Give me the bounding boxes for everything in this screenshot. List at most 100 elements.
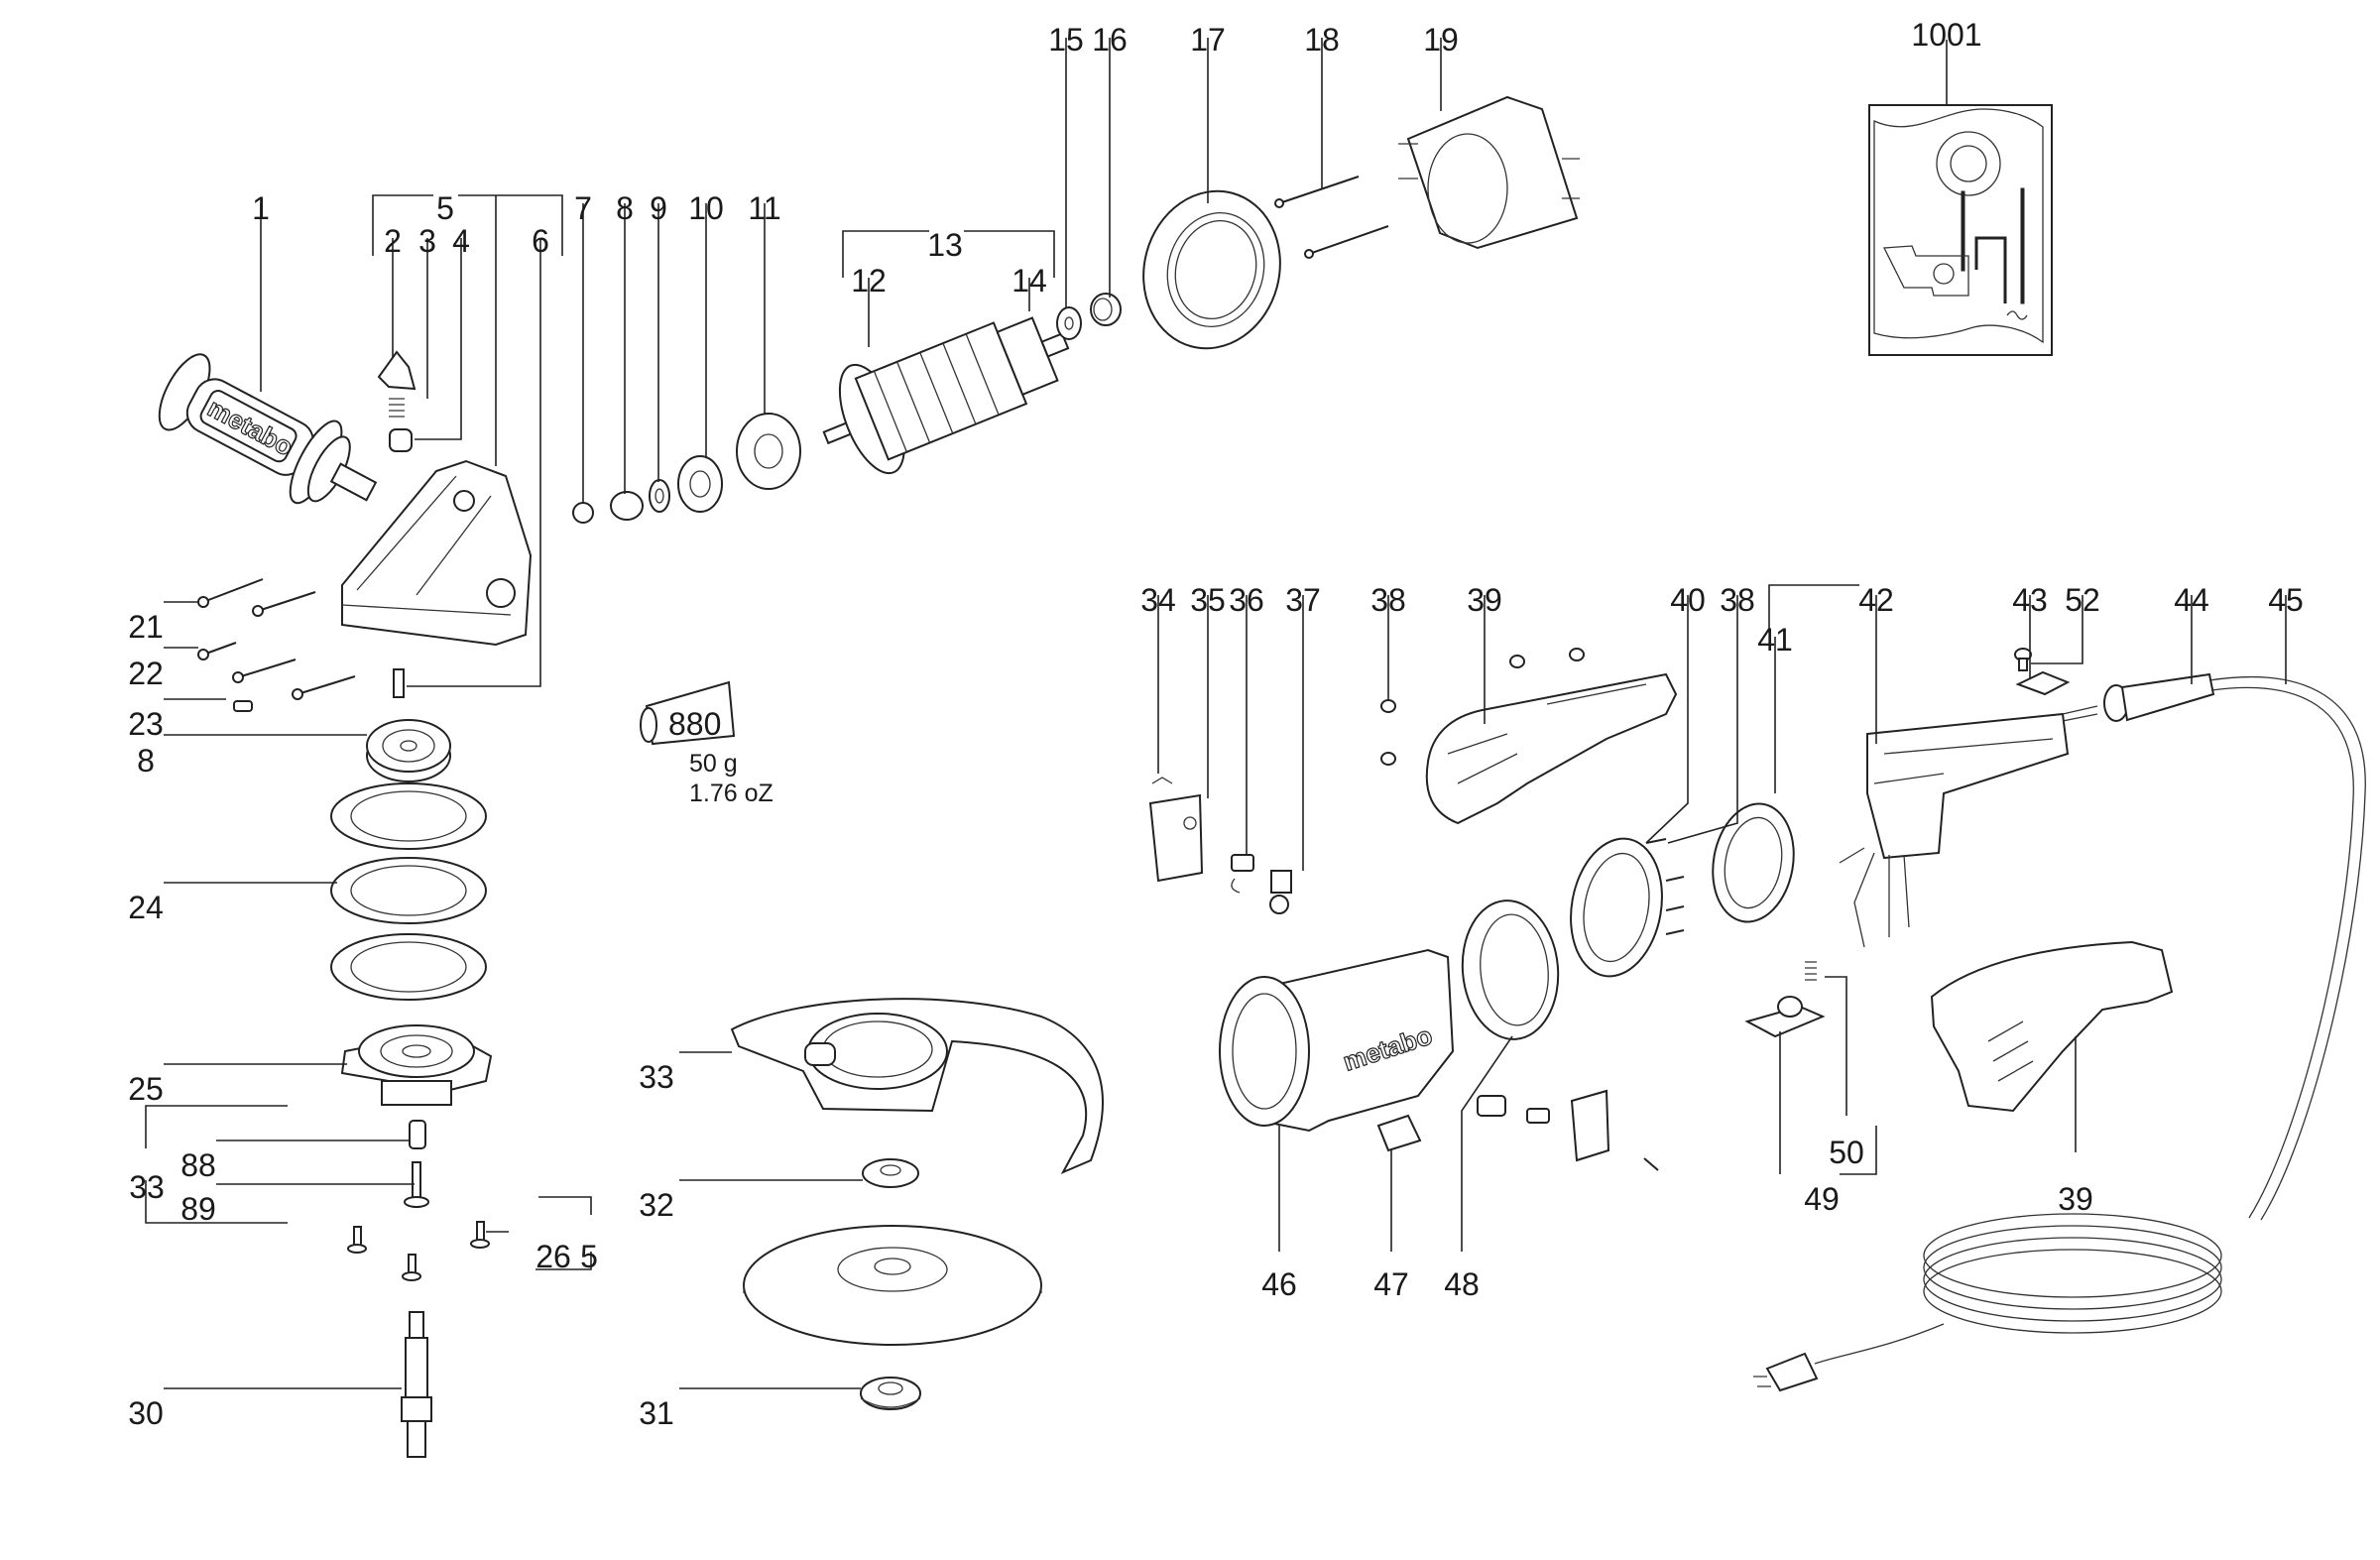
callout-label-5b: 5 [580,1239,598,1274]
part-47-label [1376,1114,1422,1152]
callout-label-46: 46 [1261,1266,1297,1302]
part-46-motor-housing: metabo [1219,948,1455,1133]
wiring-diagram-box [1868,104,2053,356]
part-48-fan-ring [1461,900,1560,1040]
callout-label-18: 18 [1304,22,1340,58]
leader-line-33a [145,1180,288,1224]
part-39-handle-shell-bottom [1930,940,2174,1113]
leader-line-33a [145,1105,288,1148]
grease-weight-metric: 50 g [689,750,738,778]
callout-label-37: 37 [1285,582,1321,618]
callout-label-13: 13 [927,227,963,263]
part-bevel-gear [366,719,451,782]
part-89-screw [404,1161,429,1208]
callout-label-49: 49 [1804,1181,1840,1217]
leader-line-49 [1840,1126,1877,1175]
callout-label-24: 24 [128,890,164,925]
part-18-screws [1274,176,1389,259]
callout-label-33a: 33 [129,1169,165,1205]
callout-label-6: 6 [532,223,549,259]
callout-label-39a: 39 [1467,582,1502,618]
leader-line-40 [1645,595,1689,844]
callout-label-33b: 33 [639,1059,674,1095]
leader-line-52 [2031,595,2083,664]
callout-label-12: 12 [851,263,887,299]
part-50-spring [1805,961,1817,981]
callout-label-23: 23 [128,706,164,742]
callout-label-42: 42 [1858,582,1894,618]
part-3-spring [389,398,405,418]
part-16-ring [1090,293,1122,326]
part-31-nut [860,1377,921,1410]
leader-line-6 [407,238,541,687]
callout-label-8a: 8 [616,190,634,226]
part-grinding-disc [743,1225,1042,1346]
callout-label-15: 15 [1048,22,1084,58]
callout-label-38b: 38 [1720,582,1755,618]
part-40-ring [1570,837,1663,978]
part-26-screws [347,1221,490,1281]
leader-line-5 [458,194,563,256]
leader-line-48 [1461,1035,1513,1252]
part-49-lock-button [1744,996,1826,1038]
callout-label-19: 19 [1423,22,1459,58]
part-30-spindle [401,1311,432,1458]
part-39-handle-shell-top [1425,672,1678,825]
callout-label-22: 22 [128,656,164,691]
leader-lines [145,38,2287,1389]
callout-label-31: 31 [639,1395,674,1431]
leader-line-13 [964,230,1055,278]
part-side-handle: metabo [158,353,378,505]
grease-code: 880 [668,706,721,742]
callout-label-45: 45 [2268,582,2304,618]
leader-line-4 [415,238,462,440]
callout-label-1: 1 [252,190,270,226]
callout-label-39b: 39 [2058,1181,2093,1217]
part-7-nut [572,502,594,524]
part-armature [822,316,1070,475]
part-32-flange [862,1158,919,1188]
callout-label-89: 89 [180,1191,216,1227]
part-19-field-coil [1398,95,1580,250]
callout-label-88: 88 [180,1147,216,1183]
callout-label-36: 36 [1229,582,1264,618]
callout-label-32: 32 [639,1187,674,1223]
callout-label-3: 3 [418,223,436,259]
leader-line-42 [1768,584,1859,633]
callout-label-8b: 8 [137,743,155,779]
part-10-bearing [677,455,723,513]
callout-label-1001: 1001 [1911,17,1981,53]
callout-label-7: 7 [574,190,592,226]
part-52-screw [2014,648,2032,671]
callout-label-11: 11 [748,190,780,226]
callout-label-14: 14 [1012,263,1047,299]
part-15-bearing [1056,306,1082,340]
part-34-screw [1151,777,1173,784]
callout-label-47: 47 [1373,1266,1409,1302]
callout-label-43: 43 [2012,582,2048,618]
callout-label-16: 16 [1092,22,1128,58]
callout-label-34: 34 [1140,582,1176,618]
callout-label-40: 40 [1670,582,1706,618]
callout-label-52: 52 [2065,582,2100,618]
part-44-cable-sleeve [2062,672,2215,722]
part-screws-housing [197,578,356,712]
part-gear-housing [341,459,533,647]
leader-line-5b [536,1252,592,1270]
callout-label-25: 25 [128,1071,164,1107]
callout-label-9: 9 [650,190,667,226]
callout-label-4: 4 [452,223,470,259]
leader-line-38b [1667,595,1738,844]
leader-line-50 [1825,976,1847,1116]
part-43-clamp [2015,670,2071,696]
leader-line-13 [842,230,929,278]
part-gaskets [330,782,487,1001]
callout-label-35: 35 [1190,582,1226,618]
part-42-switch [1839,712,2070,948]
callout-label-30: 30 [128,1395,164,1431]
callout-label-17: 17 [1190,22,1226,58]
part-36-brush [1231,854,1254,894]
grease-tube: 880 50 g 1.76 oZ [640,680,774,807]
